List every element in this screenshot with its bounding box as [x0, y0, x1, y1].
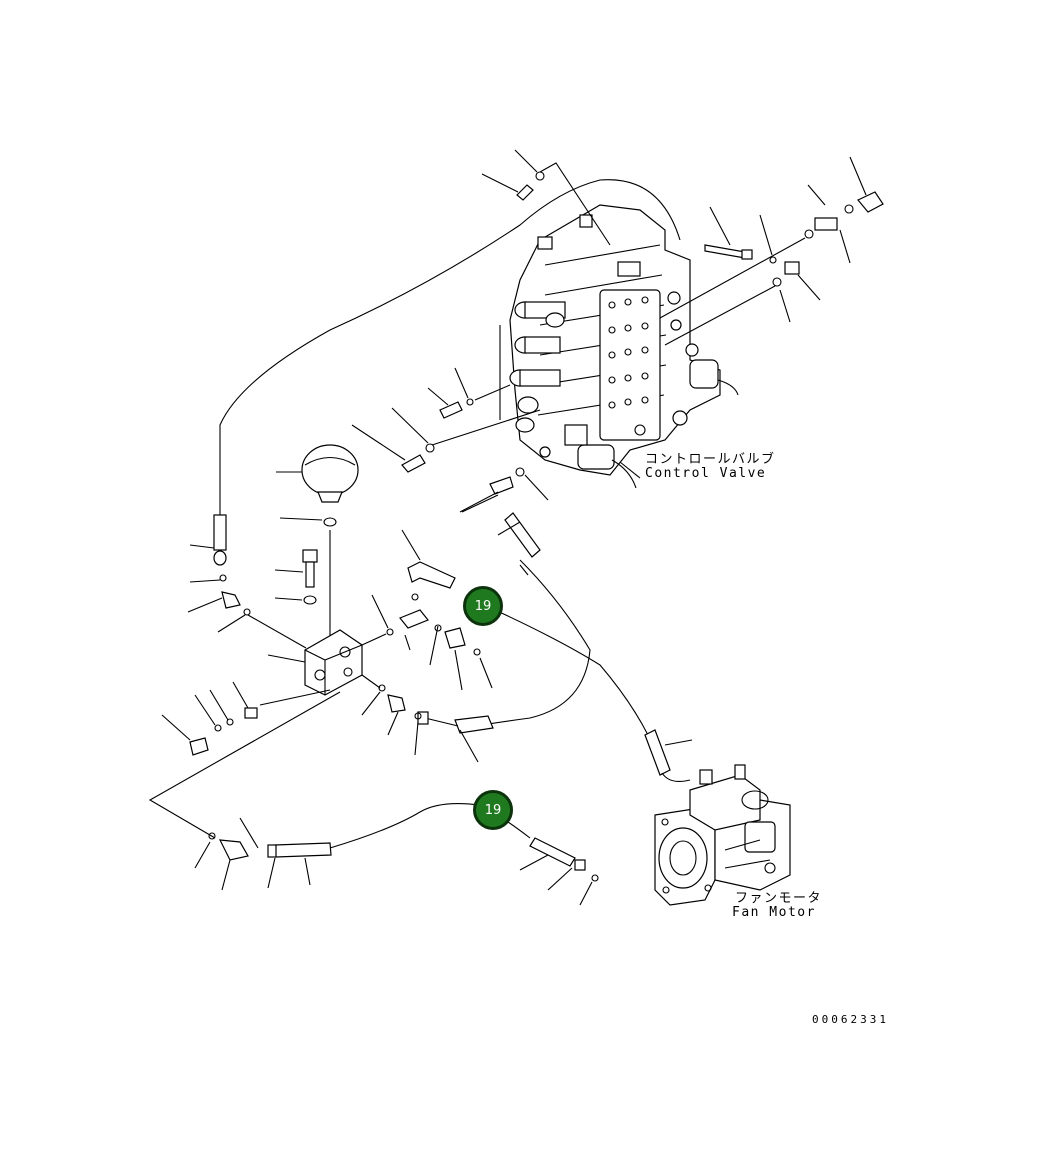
accumulator-drawing [276, 444, 359, 640]
fan-motor-drawing [654, 739, 791, 906]
callout-badge-19-upper[interactable]: 19 [463, 586, 503, 626]
drawing-number: 00062331 [812, 1013, 889, 1026]
control-valve-label-en: Control Valve [645, 466, 767, 481]
control-valve-drawing [499, 204, 739, 489]
valve-fittings [351, 149, 884, 513]
callout-badge-19-lower[interactable]: 19 [473, 790, 513, 830]
fan-motor-label-en: Fan Motor [732, 905, 816, 920]
control-valve-leader [619, 461, 641, 479]
fan-motor-label-jp: ファンモータ [735, 891, 823, 906]
hose-lines [213, 179, 691, 882]
control-valve-label-jp: コントロールバルブ [645, 452, 776, 467]
manifold-block-drawing [148, 494, 593, 906]
